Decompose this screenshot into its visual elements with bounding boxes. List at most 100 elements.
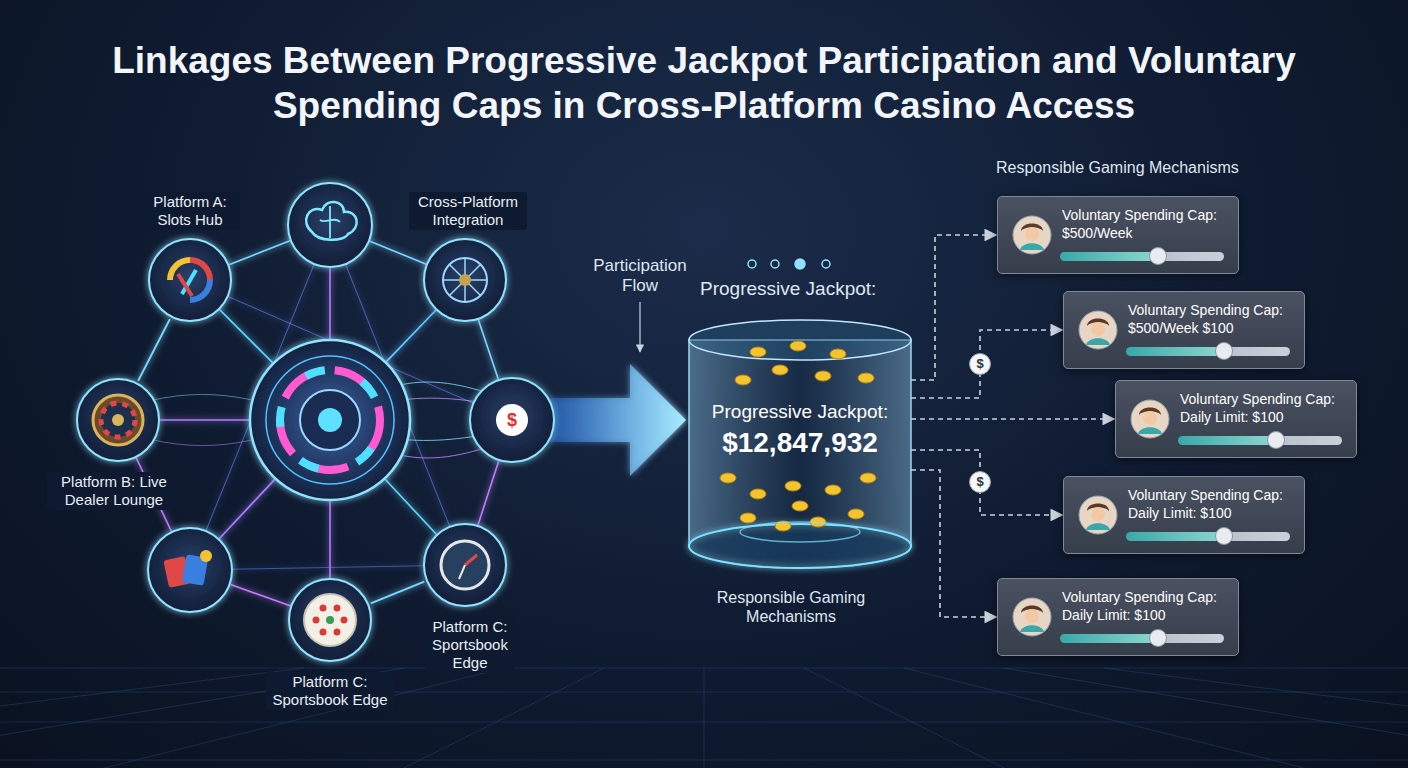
gold-coin [772,365,788,375]
cap-heading: Voluntary Spending Cap: [1180,390,1335,408]
circle-outline [424,524,506,606]
avatar-icon [1138,427,1162,434]
limit-slider [1178,436,1342,445]
coin-symbol: $ [969,353,991,375]
avatar-icon [1086,523,1110,530]
network-link [138,319,170,381]
gold-coin [860,473,876,483]
icon-shape [93,395,143,445]
gold-coin [830,349,846,359]
icon-shape [112,414,124,426]
gold-coin [735,375,751,385]
avatar-icon [1012,215,1052,255]
dashed-connector [911,418,1114,420]
avatar-icon [1013,598,1051,636]
central-hub [280,370,380,470]
slider-knob [1215,527,1233,545]
avatar-icon [1079,311,1117,349]
cap-heading: Voluntary Spending Cap: [1062,206,1217,224]
spending-cap-card: Voluntary Spending Cap:Daily Limit: $100 [1115,380,1357,458]
icon-shape [313,617,320,624]
card-text: Voluntary Spending Cap:Daily Limit: $100 [1180,390,1335,426]
slider-knob [1215,342,1233,360]
central-hub [250,340,410,500]
network-link [371,582,425,604]
circle-outline [76,378,160,462]
jackpot-text: Progressive Jackpot:$12,847,932 [688,400,912,462]
cylinder-base [689,524,911,568]
spending-cap-card: Voluntary Spending Cap:$500/Week $100 [1063,291,1305,369]
platform-circle: Platform C: Sportsbook Edge [288,578,372,662]
floor-grid [0,668,304,768]
cap-value: Daily Limit: $100 [1062,606,1217,624]
icon-shape [178,274,192,296]
floor-grid [404,668,604,768]
cards-icon-circle [200,550,212,562]
central-hub [300,390,360,450]
icon-shape [320,604,327,611]
dashed-connector [911,330,1062,398]
platform-label: Platform C: Sportsbook Edge [425,617,515,673]
gold-coin [750,489,766,499]
floor-grid [1104,668,1408,768]
participation-pointer [640,302,641,352]
participation-arrow [540,364,686,476]
icon-shape [459,274,471,286]
avatar-icon [1086,338,1110,345]
card-text: Voluntary Spending Cap:Daily Limit: $100 [1128,486,1283,522]
jackpot-amount: $12,847,932 [688,424,912,462]
circle-outline [424,239,506,321]
cap-heading: Voluntary Spending Cap: [1062,588,1217,606]
card-text: Voluntary Spending Cap:$500/Week [1062,206,1217,242]
gold-coin [815,371,831,381]
icon-shape [341,617,348,624]
avatar-icon [1020,625,1044,632]
cap-heading: Voluntary Spending Cap: [1128,301,1283,319]
brain-icon-circle [306,202,357,240]
gold-coin [785,481,801,491]
icon-shape [320,629,327,636]
icon-shape [334,604,341,611]
central-hub [318,408,342,432]
icon-shape [459,565,465,579]
gold-coin [750,347,766,357]
icon-shape [334,629,341,636]
limit-slider [1126,532,1290,541]
circle-outline [289,579,371,661]
dashed-connector [911,450,1062,515]
network-lines [190,280,465,570]
spending-cap-card: Voluntary Spending Cap:$500/Week [997,196,1239,274]
jackpot-icon-row [748,259,830,269]
card-text: Voluntary Spending Cap:$500/Week $100 [1128,301,1283,337]
central-hub [250,340,410,500]
floor-grid [0,668,1408,768]
cards-icon-circle [148,528,232,612]
dashed-connector [911,235,996,380]
cylinder-top [689,320,911,360]
jackpot-icon-row [748,260,756,268]
brain-icon-circle [320,206,340,238]
currency-symbol: $ [501,409,523,431]
avatar-icon [1020,243,1044,250]
avatar-icon [1078,310,1118,350]
avatar-icon [1013,216,1051,254]
cylinder-outline [689,340,911,568]
avatar-icon [1025,227,1039,241]
avatar-icon [1079,496,1117,534]
avatar-icon [1078,495,1118,535]
slider-knob [1149,247,1167,265]
floor-grid [104,668,504,768]
circle-outline [148,238,232,322]
avatar-icon [1091,507,1105,521]
jackpot-icon-row [822,260,830,268]
diagram-title: Linkages Between Progressive Jackpot Par… [84,38,1324,128]
limit-slider [1126,347,1290,356]
icon-shape [101,403,135,437]
icon-shape [326,616,334,624]
platform-label: Cross-Platform Integration [409,192,527,230]
icon-shape [443,258,487,302]
jackpot-icon-row [771,260,779,268]
gold-coin [720,473,736,483]
section-label: Responsible Gaming Mechanisms [700,588,882,626]
gold-coin [848,509,864,519]
